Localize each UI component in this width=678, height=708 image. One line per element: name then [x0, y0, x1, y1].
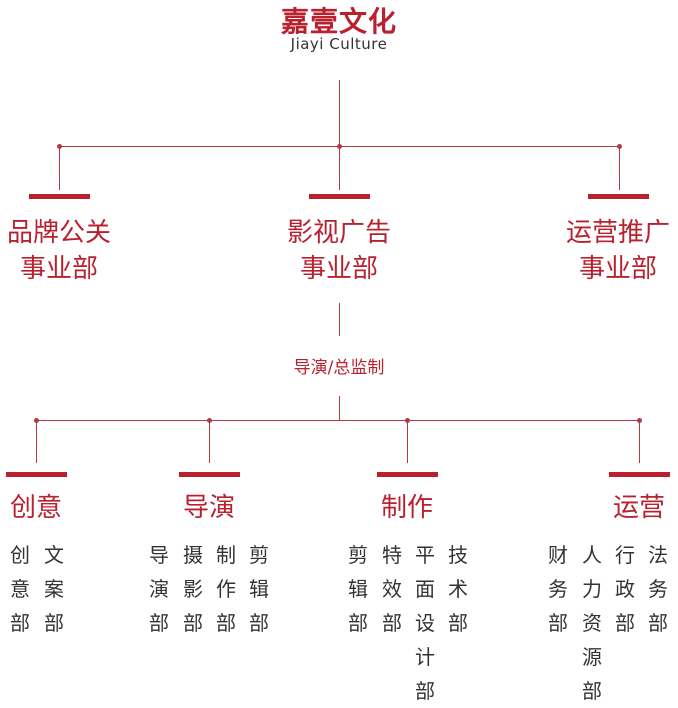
department-bar: [609, 472, 670, 477]
sub-department: 剪辑部: [249, 543, 269, 635]
connector-drop: [639, 420, 640, 463]
sub-department: 创意部: [10, 543, 30, 635]
sub-department: 行政部: [615, 543, 635, 635]
sub-department: 剪辑部: [348, 543, 368, 635]
sub-department: 文案部: [44, 543, 64, 635]
department-bar: [179, 472, 240, 477]
division-brand-pr: 品牌公关 事业部: [6, 218, 111, 284]
connector-drop: [59, 146, 60, 190]
connector-mid-lower: [339, 396, 340, 420]
connector-mid-upper: [339, 303, 340, 336]
division-bar: [29, 194, 90, 199]
supervision-label: 导演/总监制: [293, 358, 385, 378]
division-film-ads: 影视广告 事业部: [286, 218, 391, 284]
sub-department: 技术部: [448, 543, 468, 635]
division-bar: [588, 194, 649, 199]
sub-department: 导演部: [149, 543, 169, 635]
department-production: 制作: [380, 493, 433, 523]
connector-drop: [407, 420, 408, 463]
connector-drop: [209, 420, 210, 463]
connector-drop: [619, 146, 620, 190]
sub-department: 法务部: [648, 543, 668, 635]
connector-drop: [339, 146, 340, 190]
department-bar: [6, 472, 67, 477]
sub-department: 财务部: [548, 543, 568, 635]
connector-top: [339, 80, 340, 146]
sub-department: 人力资源部: [582, 543, 602, 703]
department-creative: 创意: [9, 493, 62, 523]
connector-level2: [37, 420, 640, 421]
company-name-en: Jiayi Culture: [290, 35, 388, 53]
sub-department: 平面设计部: [415, 543, 435, 703]
department-directing: 导演: [182, 493, 235, 523]
sub-department: 摄影部: [183, 543, 203, 635]
division-bar: [309, 194, 370, 199]
sub-department: 特效部: [382, 543, 402, 635]
department-bar: [377, 472, 438, 477]
division-operations: 运营推广 事业部: [565, 218, 670, 284]
company-name: 嘉壹文化: [280, 5, 397, 38]
sub-department: 制作部: [216, 543, 236, 635]
connector-drop: [36, 420, 37, 463]
department-operations: 运营: [612, 493, 665, 523]
